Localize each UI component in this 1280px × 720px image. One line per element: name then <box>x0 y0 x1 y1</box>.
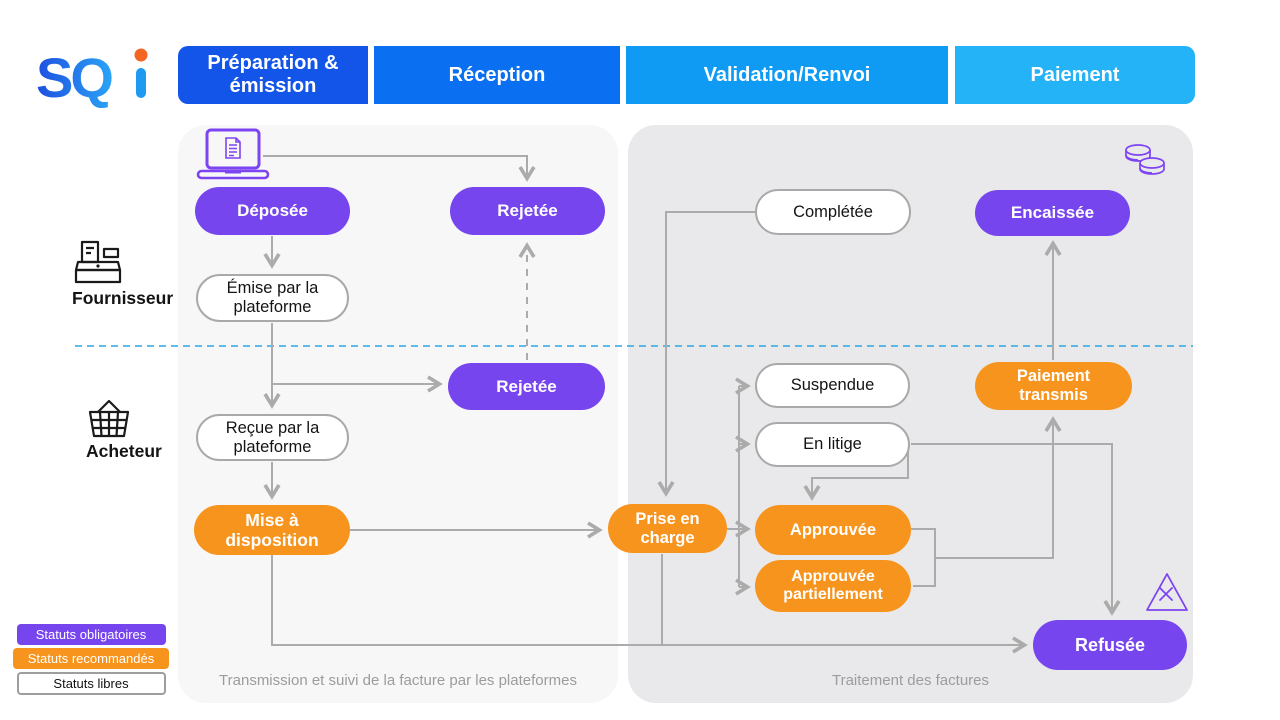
phase-paiement: Paiement <box>955 46 1195 104</box>
status-encaissee: Encaissée <box>975 190 1130 236</box>
legend-statuts-libres: Statuts libres <box>16 672 166 695</box>
status-deposee: Déposée <box>195 187 350 235</box>
status-en-litige: En litige <box>755 422 910 467</box>
phase-label: Réception <box>448 63 546 86</box>
status-prise-en-charge: Prise en charge <box>608 504 727 553</box>
actor-fournisseur: Fournisseur <box>72 288 174 308</box>
phase-label: Validation/Renvoi <box>703 63 871 86</box>
status-rejetee-reception: Rejetée <box>448 363 605 410</box>
status-mise-a-disposition: Mise à disposition <box>194 505 350 555</box>
status-approuvee: Approuvée <box>755 505 911 555</box>
status-refusee: Refusée <box>1033 620 1187 670</box>
cash-register-icon <box>74 240 122 284</box>
basket-icon <box>88 399 130 438</box>
legend-statuts-recommandes: Statuts recommandés <box>13 648 169 669</box>
coins-icon <box>1125 144 1165 175</box>
status-emise-plateforme: Émise par la plateforme <box>196 274 349 322</box>
actor-acheteur: Acheteur <box>86 441 162 461</box>
phase-validation-renvoi: Validation/Renvoi <box>626 46 948 104</box>
status-approuvee-partiellement: Approuvée partiellement <box>755 560 911 612</box>
svg-text:SQ: SQ <box>36 46 112 109</box>
warning-triangle-x-icon <box>1146 573 1188 611</box>
status-suspendue: Suspendue <box>755 363 910 408</box>
logo-i-dot <box>134 48 148 62</box>
phase-label: Préparation & émission <box>207 52 339 97</box>
status-completee: Complétée <box>755 189 911 235</box>
status-paiement-transmis: Paiement transmis <box>975 362 1132 410</box>
phase-reception: Réception <box>374 46 620 104</box>
phase-label: Paiement <box>1030 63 1120 86</box>
panel-traitement-caption: Traitement des factures <box>831 672 989 689</box>
legend-statuts-obligatoires: Statuts obligatoires <box>16 624 166 645</box>
legend: Statuts obligatoires Statuts recommandés… <box>10 624 172 698</box>
phase-preparation-emission: Préparation & émission <box>178 46 368 104</box>
laptop-invoice-icon <box>196 128 270 180</box>
status-rejetee-emission: Rejetée <box>450 187 605 235</box>
status-recue-plateforme: Reçue par la plateforme <box>196 414 349 461</box>
sqi-logo: SQ <box>36 46 148 109</box>
panel-transmission-caption: Transmission et suivi de la facture par … <box>219 672 577 689</box>
